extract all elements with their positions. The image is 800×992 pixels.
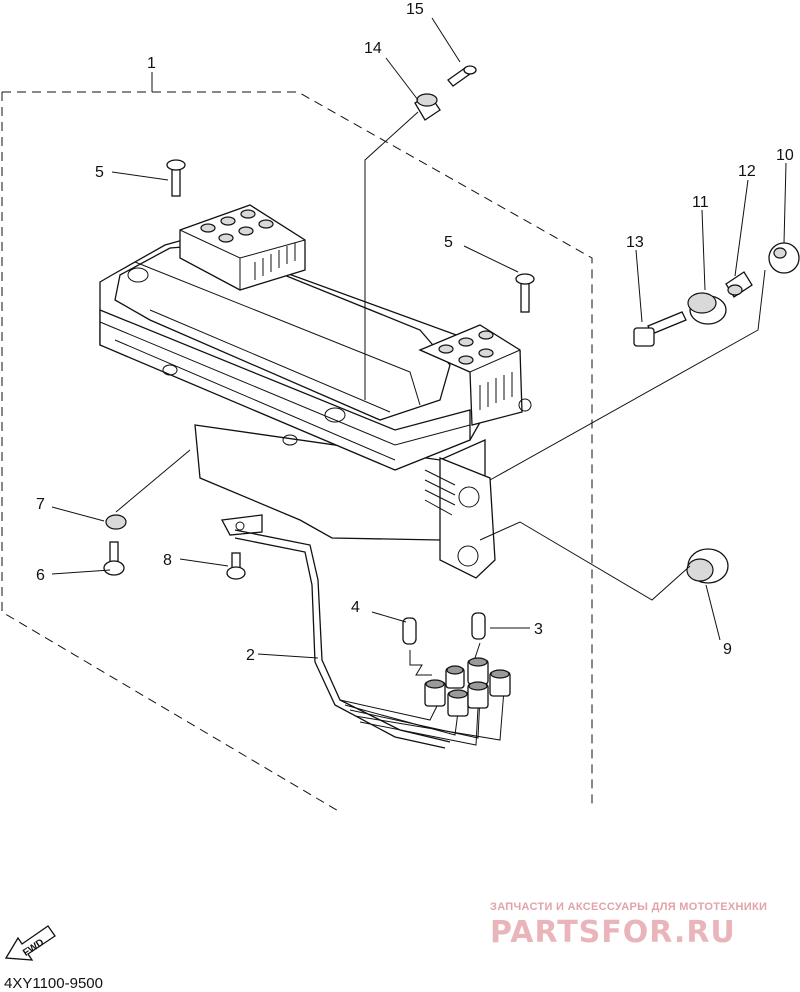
part-5-screw-right — [515, 273, 535, 313]
part-9-damper — [686, 548, 729, 584]
callout-12: 12 — [738, 163, 756, 180]
instrument-cluster — [99, 237, 521, 579]
callout-14: 14 — [364, 40, 382, 57]
part-11-grommet — [687, 292, 727, 325]
callout-2: 2 — [246, 647, 255, 664]
watermark-brand: PARTSFOR.RU — [490, 915, 736, 950]
wire-harness — [234, 529, 511, 749]
callout-8: 8 — [163, 552, 172, 569]
fwd-arrow-icon: FWD — [4, 925, 56, 961]
callout-15: 15 — [406, 1, 424, 18]
part-13-bolt — [633, 311, 687, 347]
callout-9: 9 — [723, 641, 732, 658]
callout-7: 7 — [36, 496, 45, 513]
part-14-grommet — [414, 93, 441, 121]
watermark: ЗАПЧАСТИ И АКСЕССУАРЫ ДЛЯ МОТОТЕХНИКИ PA… — [490, 901, 767, 950]
part-15-screw — [447, 65, 477, 87]
part-4-bulb — [402, 617, 417, 645]
part-10-washer — [768, 242, 800, 274]
callout-5-left: 5 — [95, 164, 104, 181]
drawing-code: 4XY1100-9500 — [4, 975, 103, 992]
callout-13: 13 — [626, 234, 644, 251]
callout-labels: 1 2 3 4 5 5 6 7 8 9 10 11 12 13 14 15 — [36, 1, 794, 664]
right-indicator-block — [418, 324, 532, 426]
callout-4: 4 — [351, 599, 360, 616]
callout-3: 3 — [534, 621, 543, 638]
callout-11: 11 — [692, 194, 709, 211]
part-12-collar — [725, 271, 753, 298]
part-8-bolt — [226, 552, 246, 580]
callout-10: 10 — [776, 147, 794, 164]
assembly-boundary — [1, 91, 593, 813]
callout-5-right: 5 — [444, 234, 453, 251]
leader-lines — [51, 17, 787, 676]
callout-6: 6 — [36, 567, 45, 584]
part-6-bolt — [103, 541, 125, 576]
watermark-tagline: ЗАПЧАСТИ И АКСЕССУАРЫ ДЛЯ МОТОТЕХНИКИ — [490, 901, 767, 913]
callout-1: 1 — [147, 55, 156, 72]
part-5-screw-left — [166, 159, 186, 197]
part-7-washer — [105, 514, 127, 530]
part-3-bulb — [471, 612, 486, 640]
left-indicator-block — [179, 204, 306, 291]
